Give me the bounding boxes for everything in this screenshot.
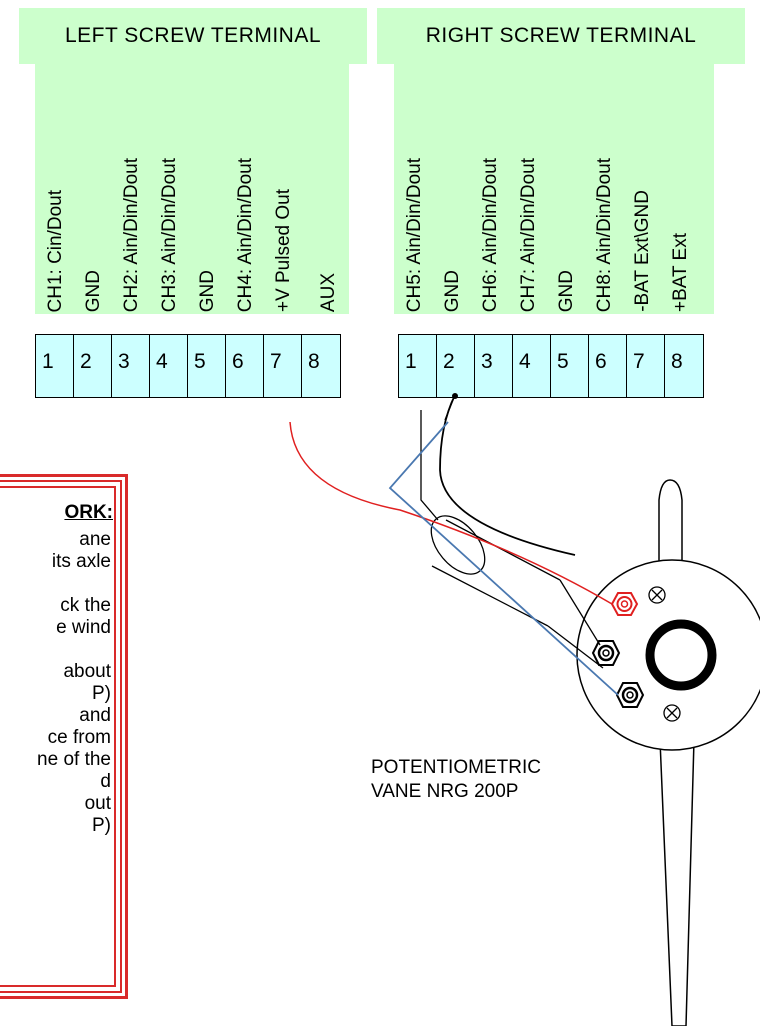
black-wire <box>439 394 576 556</box>
right-pin-1: 1 <box>399 335 437 397</box>
note-line: ne of the <box>37 749 111 770</box>
right-terminal-strip: 1 2 3 4 5 6 7 8 <box>398 334 704 398</box>
note-line: e wind <box>56 617 111 638</box>
note-line: ce from <box>47 727 111 748</box>
vane-label-line-2: VANE NRG 200P <box>371 781 519 802</box>
left-terminal-header: LEFT SCREW TERMINAL <box>19 8 367 64</box>
black-terminal-post-icon <box>591 640 621 666</box>
left-label-panel-aux <box>312 64 349 314</box>
vane-label-line-1: POTENTIOMETRIC <box>371 757 541 778</box>
left-pin-2: 2 <box>74 335 112 397</box>
left-label-panel <box>35 64 349 314</box>
blue-terminal-post-icon <box>615 682 645 708</box>
right-pin-2: 2 <box>437 335 475 397</box>
red-wire <box>289 421 613 605</box>
right-pin-4: 4 <box>513 335 551 397</box>
right-pin-8: 8 <box>671 350 683 373</box>
note-title: ORK: <box>64 502 113 523</box>
left-pin-7: 7 <box>264 335 302 397</box>
right-terminal-header: RIGHT SCREW TERMINAL <box>377 8 745 64</box>
note-line: its axle <box>51 551 111 572</box>
blue-wire <box>388 421 619 696</box>
left-terminal-strip: 1 2 3 4 5 6 7 8 <box>35 334 341 398</box>
right-pin-6: 6 <box>589 335 627 397</box>
note-line: P) <box>92 815 111 836</box>
red-terminal-post-icon <box>610 592 639 616</box>
left-pin-6: 6 <box>226 335 264 397</box>
left-pin-5: 5 <box>188 335 226 397</box>
vane-hub-ring <box>645 619 717 691</box>
right-pin-7: 7 <box>627 335 665 397</box>
right-label-panel <box>394 64 714 314</box>
right-pin-5: 5 <box>551 335 589 397</box>
left-pin-4: 4 <box>150 335 188 397</box>
note-line: out <box>84 793 111 814</box>
note-line: ck the <box>60 595 111 616</box>
cable-jacket <box>420 394 604 669</box>
note-line: and <box>79 705 111 726</box>
note-line: d <box>100 771 111 792</box>
vane-tail <box>659 739 695 1026</box>
note-line: P) <box>92 683 111 704</box>
left-pin-3: 3 <box>112 335 150 397</box>
how-it-works-note: ORK: ane its axle ck the e wind about P)… <box>0 474 128 999</box>
screw-icon <box>663 704 681 722</box>
wire-junction <box>452 393 458 399</box>
note-line: about <box>63 661 111 682</box>
right-pin-3: 3 <box>475 335 513 397</box>
left-pin-1: 1 <box>36 335 74 397</box>
note-line: ane <box>79 529 111 550</box>
vane-nose <box>658 479 683 583</box>
left-pin-8: 8 <box>308 350 320 373</box>
vane-label: POTENTIOMETRIC VANE NRG 200P <box>371 756 541 804</box>
screw-icon <box>648 586 666 604</box>
